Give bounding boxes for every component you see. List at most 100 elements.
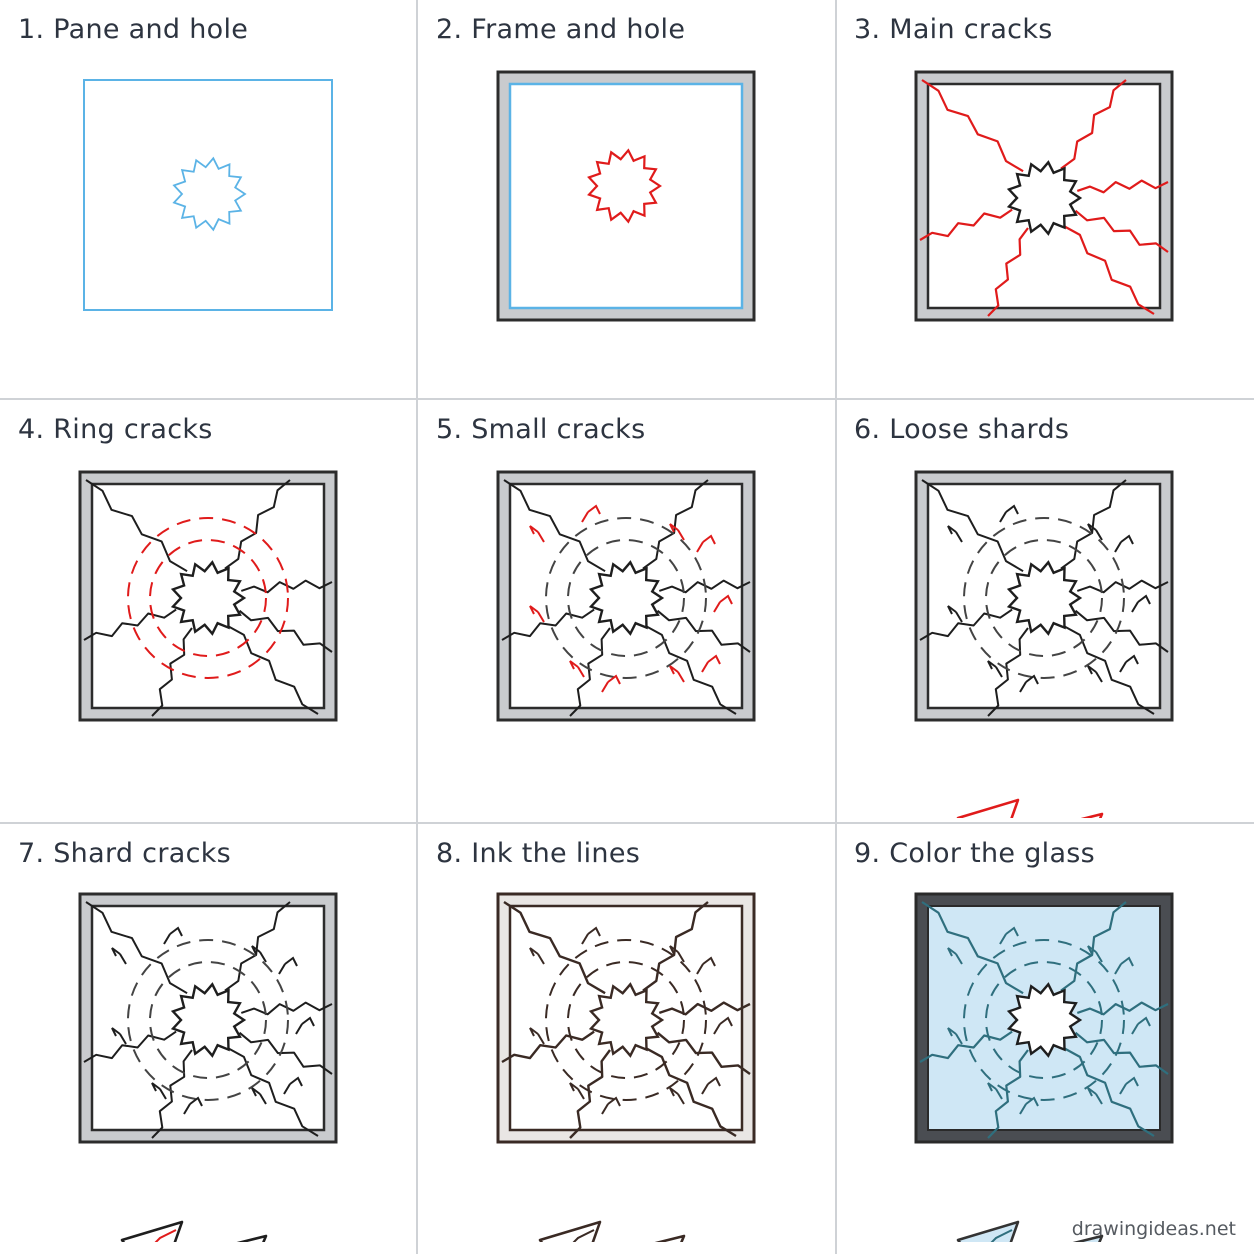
step-9-drawing <box>914 892 1174 1242</box>
main-crack <box>503 479 606 573</box>
main-crack <box>1074 609 1169 653</box>
small-crack <box>669 1087 685 1105</box>
main-crack <box>83 608 177 641</box>
ring-crack <box>985 539 1103 657</box>
main-crack <box>656 1031 751 1075</box>
step-6-panel: 6. Loose shards <box>836 400 1254 818</box>
main-crack <box>1063 625 1155 715</box>
loose-shard-large <box>120 1220 184 1242</box>
small-crack <box>601 674 621 693</box>
small-crack <box>111 1027 127 1045</box>
ring-crack <box>567 539 685 657</box>
main-crack <box>656 609 751 653</box>
main-crack <box>987 1049 1029 1139</box>
step-2-panel: 2. Frame and hole <box>418 0 836 418</box>
main-crack <box>1060 901 1127 992</box>
small-crack <box>713 594 733 613</box>
step-6-title: 6. Loose shards <box>854 414 1070 445</box>
main-crack <box>642 901 709 992</box>
small-crack <box>947 525 963 543</box>
ring-crack <box>963 939 1125 1101</box>
small-crack <box>947 605 963 623</box>
main-crack <box>919 208 1013 241</box>
drawing-group <box>496 70 756 322</box>
main-crack <box>85 901 188 995</box>
step-5-drawing <box>496 470 756 722</box>
step-4-panel: 4. Ring cracks <box>0 400 418 818</box>
step-1-drawing <box>83 79 333 311</box>
loose-shard-small <box>1080 812 1104 818</box>
main-crack <box>503 900 606 995</box>
main-crack <box>569 1049 611 1139</box>
watermark: drawingideas.net <box>1071 1218 1236 1240</box>
small-crack <box>947 1027 963 1045</box>
ring-crack <box>545 517 707 679</box>
main-crack <box>645 625 737 715</box>
step-3-title: 3. Main cracks <box>854 14 1053 45</box>
main-crack <box>642 479 709 570</box>
small-crack <box>999 926 1019 945</box>
small-crack <box>1087 523 1103 541</box>
main-crack <box>987 227 1029 317</box>
small-crack <box>701 654 721 673</box>
main-crack <box>1062 1046 1155 1137</box>
step-7-drawing <box>78 892 338 1242</box>
small-crack <box>581 504 601 523</box>
small-crack <box>1131 594 1151 613</box>
small-crack <box>581 926 601 945</box>
main-crack <box>987 627 1029 717</box>
small-crack <box>669 665 685 683</box>
small-crack <box>529 525 545 543</box>
step-7-panel: 7. Shard cracks <box>0 824 418 1242</box>
pane-sketch <box>83 79 333 311</box>
ring-crack <box>985 961 1103 1079</box>
small-crack <box>283 1076 303 1095</box>
step-8-panel: 8. Ink the lines <box>418 824 836 1242</box>
small-crack <box>701 1076 721 1095</box>
hole-outline <box>588 982 665 1058</box>
main-crack <box>238 1031 333 1075</box>
step-5-panel: 5. Small cracks <box>418 400 836 818</box>
small-crack <box>183 1096 203 1115</box>
small-crack <box>529 947 545 965</box>
shard-crack <box>572 1229 595 1242</box>
small-crack <box>601 1096 621 1115</box>
small-crack <box>947 947 963 965</box>
hole-outline <box>1006 560 1083 636</box>
small-crack <box>713 1016 733 1035</box>
column-divider <box>416 0 418 1254</box>
drawing-group <box>914 470 1174 818</box>
small-crack <box>999 504 1019 523</box>
small-crack <box>569 1082 585 1100</box>
main-crack <box>1076 179 1169 194</box>
drawing-group <box>914 70 1174 322</box>
small-crack <box>1131 1016 1151 1035</box>
small-crack <box>1087 665 1103 683</box>
main-crack <box>501 1030 595 1064</box>
step-2-title: 2. Frame and hole <box>436 14 686 45</box>
main-crack <box>224 479 291 570</box>
small-crack <box>278 956 298 975</box>
main-crack <box>921 901 1024 995</box>
row-divider <box>0 822 1254 824</box>
main-crack <box>151 627 193 717</box>
drawing-group <box>83 79 333 311</box>
step-8-drawing <box>496 892 756 1242</box>
step-3-drawing <box>914 70 1174 322</box>
step-5-title: 5. Small cracks <box>436 414 646 445</box>
small-crack <box>669 523 685 541</box>
small-crack <box>251 945 267 963</box>
main-crack <box>1060 79 1127 170</box>
small-crack <box>1119 1076 1139 1095</box>
small-crack <box>987 1082 1003 1100</box>
step-4-title: 4. Ring cracks <box>18 414 213 445</box>
step-6-drawing <box>914 470 1174 818</box>
step-8-title: 8. Ink the lines <box>436 838 641 869</box>
small-crack <box>569 660 585 678</box>
small-crack <box>251 1087 267 1105</box>
main-crack <box>644 1046 737 1138</box>
drawing-group <box>78 892 338 1242</box>
hole-outline <box>1006 982 1083 1058</box>
ring-crack <box>963 517 1125 679</box>
